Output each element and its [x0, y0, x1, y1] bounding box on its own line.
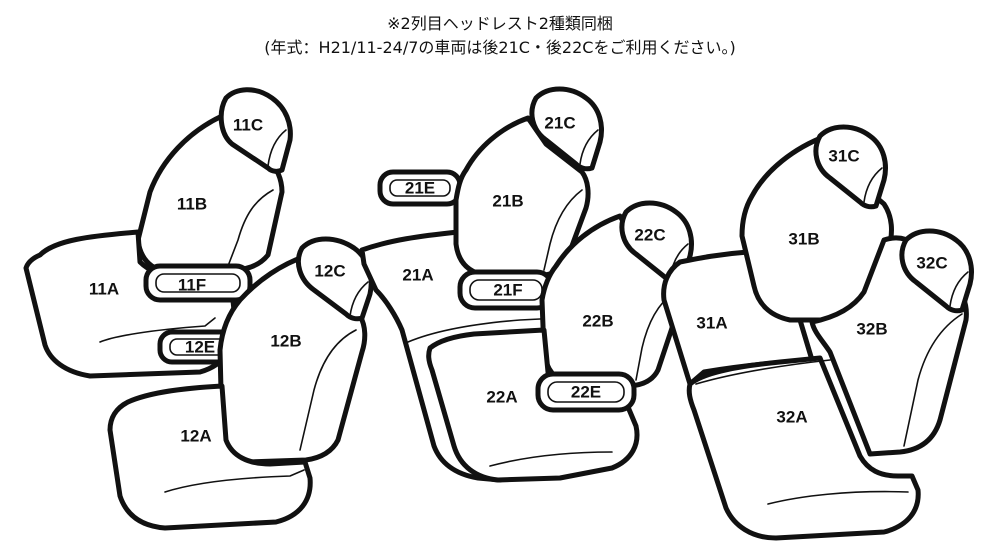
- label-21A: 21A: [402, 265, 433, 284]
- part-12A-front-seam: [164, 469, 305, 493]
- label-11A: 11A: [89, 279, 119, 298]
- part-21E-armrest-inner: [389, 179, 451, 197]
- part-32C-side-seam: [949, 271, 969, 307]
- label-12C: 12C: [314, 261, 345, 280]
- part-32A-cushion: [686, 355, 921, 541]
- note-line-2: (年式：H21/11-24/7の車両は後21C・後22Cをご利用ください。): [264, 38, 736, 57]
- part-12B-backrest: [217, 253, 368, 465]
- part-11A-front-seam: [99, 317, 216, 343]
- label-31A: 31A: [696, 313, 727, 332]
- part-32B-side-seam: [903, 313, 963, 447]
- label-21E: 21E: [405, 178, 435, 197]
- seat-11: [23, 87, 293, 379]
- part-12B-side-seam: [299, 329, 357, 451]
- label-11C: 11C: [233, 115, 263, 134]
- label-22B: 22B: [582, 311, 613, 330]
- label-31C: 31C: [828, 146, 859, 165]
- part-32A-front-seam: [767, 490, 909, 505]
- part-11C-headrest: [218, 87, 293, 174]
- part-22E-armrest-inner: [547, 381, 625, 403]
- note-line-1: ※2列目ヘッドレスト2種類同梱: [387, 14, 613, 33]
- part-21B-side-seam: [543, 189, 583, 271]
- part-labels: 11C 11B 11A 11F 12E 12C 12B 12A 21C 21E …: [89, 113, 948, 445]
- part-12A-cushion: [107, 383, 313, 531]
- label-21C: 21C: [544, 113, 575, 132]
- label-22E: 22E: [571, 382, 601, 401]
- label-22A: 22A: [486, 387, 517, 406]
- part-12C-side-seam: [349, 281, 369, 317]
- label-22C: 22C: [634, 225, 665, 244]
- part-22A-front-seam: [489, 451, 613, 467]
- label-21F: 21F: [493, 280, 522, 299]
- part-31C-side-seam: [863, 167, 883, 203]
- part-11B-side-seam: [227, 189, 274, 267]
- part-21C-side-seam: [579, 129, 599, 165]
- label-12A: 12A: [180, 426, 211, 445]
- label-31B: 31B: [788, 229, 819, 248]
- seat-22: [426, 200, 694, 483]
- label-32B: 32B: [856, 319, 887, 338]
- part-12C-headrest: [296, 236, 374, 322]
- part-21A-front-seam: [407, 317, 561, 343]
- part-32A-back-seam: [695, 359, 831, 385]
- label-32A: 32A: [776, 407, 807, 426]
- label-11F: 11F: [178, 275, 206, 294]
- label-11B: 11B: [177, 194, 207, 213]
- label-12B: 12B: [270, 331, 301, 350]
- part-22A-cushion: [426, 327, 640, 483]
- label-12E: 12E: [185, 337, 215, 356]
- seat-3rd-row: [661, 124, 974, 541]
- label-21B: 21B: [492, 191, 523, 210]
- part-22E-armrest: [535, 371, 637, 413]
- label-32C: 32C: [916, 253, 947, 272]
- part-11C-side-seam: [267, 129, 287, 167]
- seat-12: [107, 236, 374, 531]
- part-11F-armrest-inner: [155, 273, 241, 293]
